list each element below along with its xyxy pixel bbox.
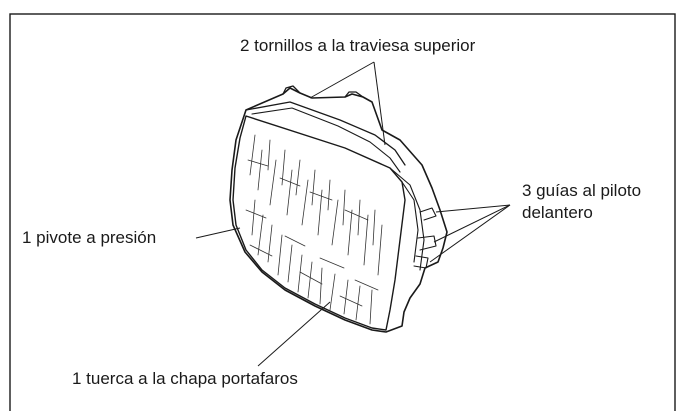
leader-lines	[195, 61, 511, 367]
housing-side-line-2	[401, 181, 419, 263]
lens-texture-horizontal	[245, 159, 379, 307]
leader-top-screws-1	[309, 61, 375, 99]
leader-nut	[257, 301, 331, 367]
label-guides-line2: delantero	[522, 203, 593, 222]
guide-peg-1	[419, 207, 437, 221]
lens-texture	[249, 134, 383, 325]
diagram-border	[9, 13, 676, 411]
leader-pivot	[195, 227, 241, 239]
label-top-screws: 2 tornillos a la traviesa superior	[240, 36, 476, 55]
mounting-tab-right	[344, 91, 364, 98]
headlamp-body-outline	[229, 87, 448, 333]
headlamp-top-rim	[245, 101, 406, 166]
leader-top-screws-2	[373, 61, 386, 146]
housing-side-line-1	[389, 167, 425, 271]
label-guides-line1: 3 guías al piloto	[522, 181, 642, 200]
headlamp-illustration	[229, 85, 448, 333]
leader-guides-2	[433, 204, 511, 243]
guide-peg-2	[417, 235, 437, 251]
guide-peg-3	[413, 255, 429, 269]
leader-guides-1	[435, 204, 511, 213]
leader-guides-3	[429, 204, 511, 263]
label-nut: 1 tuerca a la chapa portafaros	[72, 369, 298, 388]
headlamp-lens	[232, 115, 406, 331]
headlamp-top-rim-inner	[251, 107, 401, 173]
mounting-tab-left	[282, 85, 301, 95]
label-pivot: 1 pivote a presión	[22, 228, 157, 247]
